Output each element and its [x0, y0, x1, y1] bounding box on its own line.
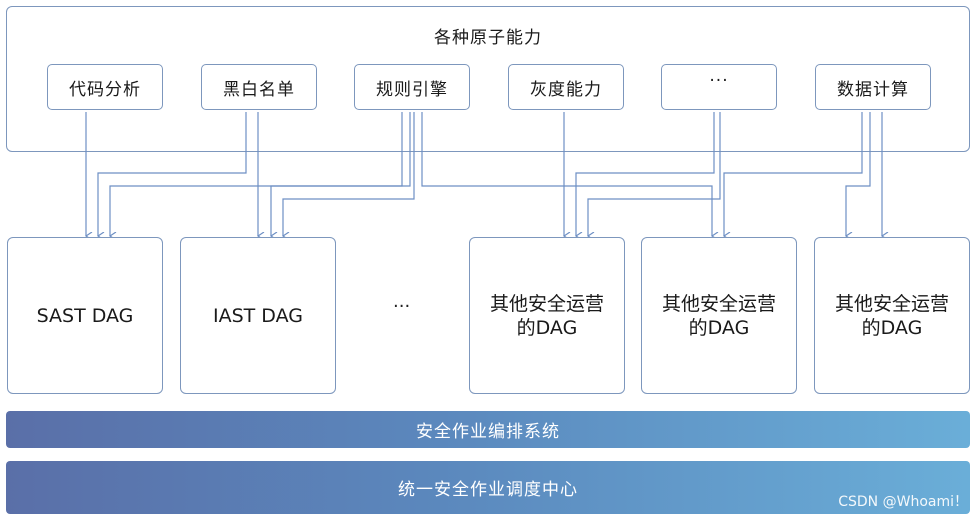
orchestration-system-bar: 安全作业编排系统: [6, 411, 970, 448]
dag-iast: IAST DAG: [180, 237, 336, 394]
capability-code-analysis: 代码分析: [47, 64, 163, 110]
dag-other-3-line1: 其他安全运营: [834, 292, 949, 315]
dag-iast-label: IAST DAG: [213, 304, 303, 327]
dag-sast-label: SAST DAG: [36, 304, 134, 327]
dag-other-2-line1: 其他安全运营: [661, 292, 776, 315]
panel-title: 各种原子能力: [434, 28, 542, 48]
scheduling-center-bar: 统一安全作业调度中心: [6, 461, 970, 514]
dag-sast: SAST DAG: [7, 237, 163, 394]
capability-blackwhite-list: 黑白名单: [201, 64, 317, 110]
dag-ellipsis: ···: [393, 296, 411, 317]
capability-rule-engine: 规则引擎: [354, 64, 470, 110]
dag-other-3: 其他安全运营 的DAG: [814, 237, 970, 394]
orchestration-system-label: 安全作业编排系统: [416, 422, 560, 442]
capability-grayscale: 灰度能力: [508, 64, 624, 110]
dag-other-2-line2: 的DAG: [688, 316, 750, 339]
dag-other-1: 其他安全运营 的DAG: [469, 237, 625, 394]
scheduling-center-label: 统一安全作业调度中心: [398, 480, 578, 500]
capability-more-ellipsis: ···: [661, 64, 777, 110]
dag-other-1-line2: 的DAG: [516, 316, 578, 339]
dag-other-2: 其他安全运营 的DAG: [641, 237, 797, 394]
dag-other-1-line1: 其他安全运营: [489, 292, 604, 315]
dag-other-3-line2: 的DAG: [861, 316, 923, 339]
watermark: CSDN @Whoami！: [838, 494, 968, 510]
capability-data-compute: 数据计算: [815, 64, 931, 110]
